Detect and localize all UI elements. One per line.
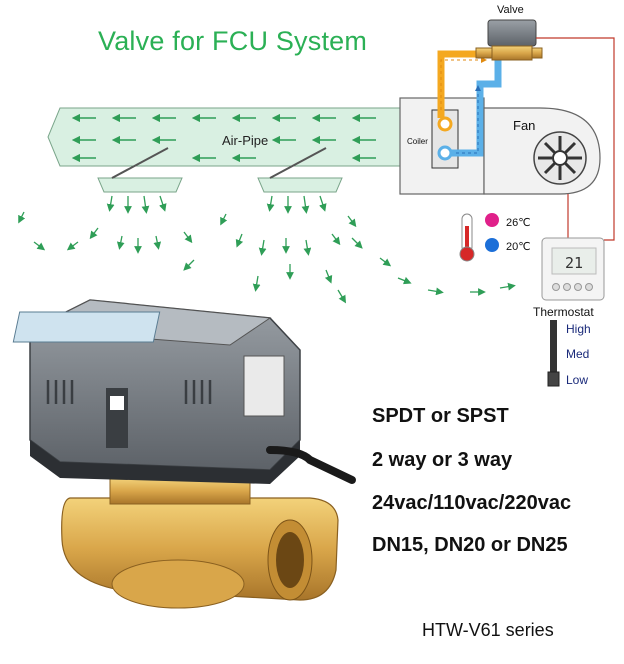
- hot-water-pipe: [437, 50, 487, 118]
- spec-way-type: 2 way or 3 way: [372, 449, 513, 471]
- cold-temp-label: 20℃: [506, 241, 531, 253]
- air-pipe: [47, 107, 401, 167]
- cold-temp-dot: [485, 238, 499, 252]
- cold-water-pipe: [451, 56, 502, 157]
- thermostat-label: Thermostat: [533, 305, 594, 319]
- thermometer-icon: [459, 213, 475, 262]
- speed-high-label: High: [566, 322, 591, 336]
- fan-label: Fan: [513, 118, 536, 133]
- series-label: HTW-V61 series: [422, 620, 554, 640]
- spec-size: DN15, DN20 or DN25: [372, 534, 568, 556]
- air-pipe-label: Air-Pipe: [222, 133, 269, 148]
- fan-icon: [483, 107, 601, 195]
- hot-temp-dot: [485, 213, 499, 227]
- valve-label: Valve: [497, 4, 524, 16]
- hot-temp-label: 26℃: [506, 217, 531, 229]
- air-diffuser-left: [97, 147, 183, 193]
- spec-switch-type: SPDT or SPST: [372, 405, 509, 427]
- speed-med-label: Med: [566, 347, 590, 361]
- spec-voltage: 24vac/110vac/220vac: [372, 492, 572, 514]
- diagram-title: Valve for FCU System: [98, 26, 368, 56]
- control-wiring: [536, 37, 615, 241]
- air-diffuser-right: [257, 147, 343, 193]
- thermostat-icon: [541, 237, 605, 301]
- valve-actuator-image: [12, 299, 356, 609]
- speed-low-label: Low: [566, 373, 589, 387]
- coiler-label: Coiler: [407, 137, 428, 146]
- fan-speed-selector: [547, 320, 560, 387]
- valve-icon: [475, 19, 543, 61]
- thermostat-display: 21: [565, 254, 583, 272]
- air-flow-arrows: [18, 195, 516, 304]
